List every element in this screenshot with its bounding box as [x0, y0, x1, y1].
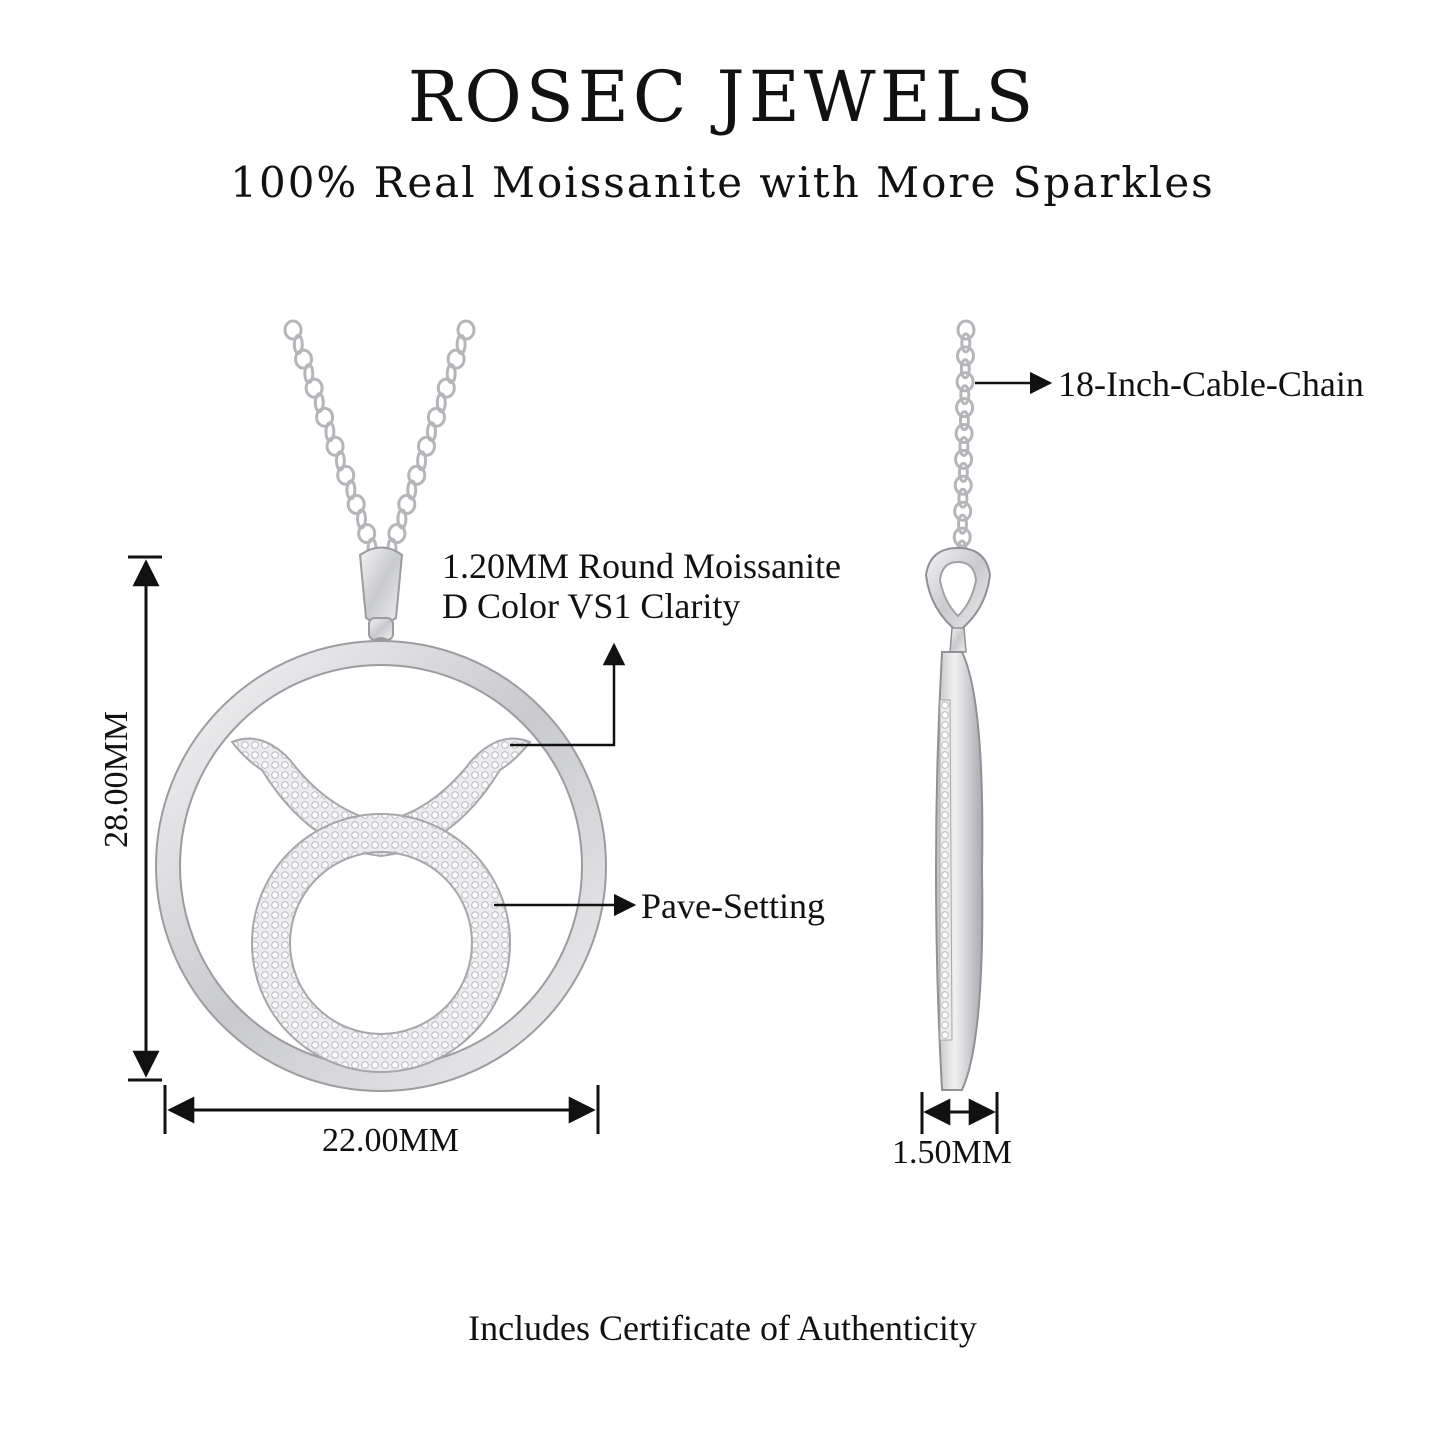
- chain-link: [294, 348, 313, 370]
- stone-size-label: 1.20MM Round Moissanite: [442, 546, 842, 586]
- chain-link: [958, 436, 970, 457]
- width-label: 22.00MM: [322, 1122, 459, 1159]
- chain-link: [325, 435, 345, 457]
- chain-link: [957, 461, 969, 483]
- chain-link: [958, 410, 970, 432]
- chain-link: [955, 371, 975, 393]
- brand-title: ROSEC JEWELS: [407, 56, 1038, 138]
- chain-link: [417, 435, 436, 457]
- chain-link: [952, 526, 972, 548]
- height-value: 28.00MM: [98, 711, 135, 848]
- setting-label: Pave-Setting: [641, 886, 825, 926]
- thickness-dimension: [920, 1092, 999, 1134]
- chain-link: [446, 348, 466, 370]
- brand-tagline: 100% Real Moissanite with More Sparkles: [230, 158, 1215, 207]
- chain-link: [346, 493, 366, 515]
- chain-link: [357, 523, 377, 544]
- chain-link: [336, 464, 356, 486]
- certificate-note: Includes Certificate of Authenticity: [468, 1308, 977, 1348]
- chain-link: [957, 513, 968, 535]
- taurus-symbol: [230, 737, 532, 1073]
- side-chain: [952, 319, 976, 561]
- chain-link: [959, 384, 971, 406]
- chain-link: [397, 493, 417, 515]
- height-dimension: [128, 555, 162, 1082]
- chain-link: [955, 397, 975, 419]
- chain-link: [426, 406, 446, 428]
- chain-link: [304, 377, 324, 399]
- stone-grade-label: D Color VS1 Clarity: [442, 586, 741, 626]
- chain-link: [456, 319, 476, 341]
- chain-link: [960, 332, 972, 354]
- chain-link: [953, 500, 973, 522]
- chain-link: [954, 423, 974, 444]
- chain-label: 18-Inch-Cable-Chain: [1058, 364, 1364, 404]
- front-outer-ring: [155, 640, 607, 1092]
- chain-link: [957, 487, 969, 509]
- chain-link: [956, 319, 976, 341]
- chain-link: [283, 319, 303, 341]
- chain-link: [436, 377, 456, 399]
- chain-link: [956, 345, 975, 367]
- side-pendant-profile: [935, 651, 984, 1091]
- chain-link: [959, 358, 971, 380]
- chain-link: [315, 406, 335, 428]
- front-chain: [283, 319, 476, 559]
- chain-link: [953, 474, 973, 496]
- chain-link: [954, 448, 974, 470]
- side-bail: [924, 546, 992, 653]
- thickness-label: 1.50MM: [892, 1134, 1012, 1171]
- stone-leader: [510, 642, 626, 747]
- chain-link: [387, 523, 407, 544]
- chain-link: [407, 464, 427, 486]
- width-dimension: [163, 1085, 600, 1134]
